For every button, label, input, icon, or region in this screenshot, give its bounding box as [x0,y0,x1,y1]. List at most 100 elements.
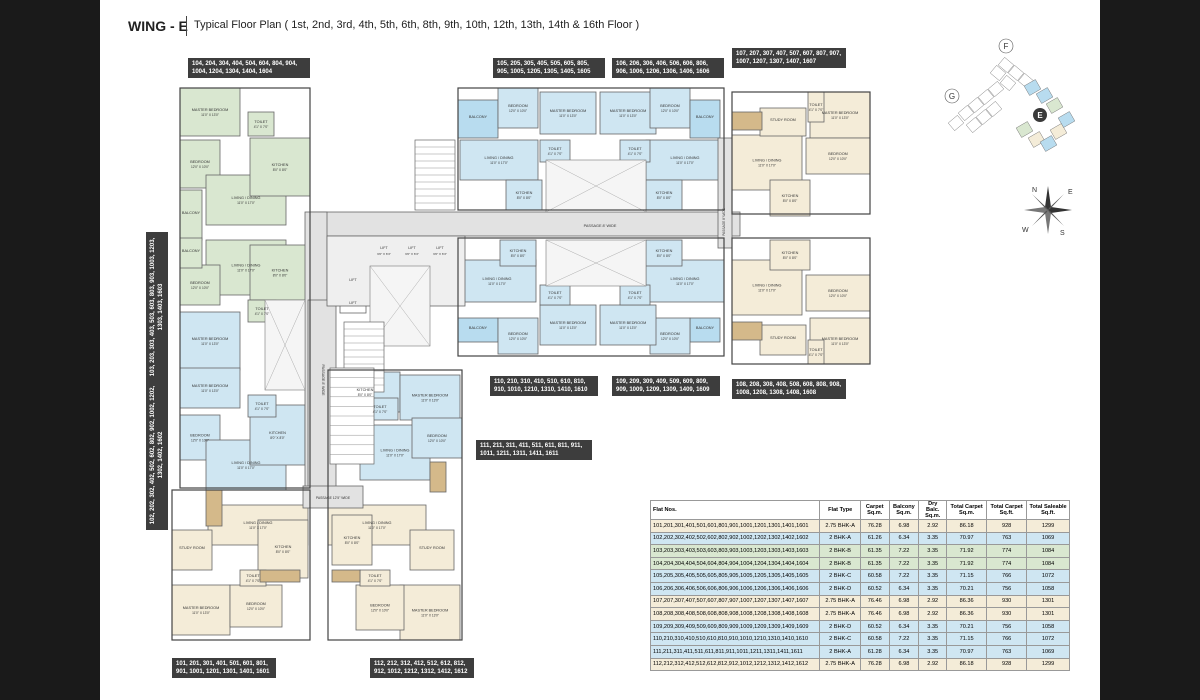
room-living-103-dims: 11'0" X 17'0" [237,269,255,273]
flat-label-109: 109, 209, 309, 409, 509, 609, 809, 909, … [612,376,720,396]
room-balcony-109-label: BALCONY [696,326,715,330]
room-master-104-dims: 11'0" X 13'0" [201,113,219,117]
room-master-110-label: MASTER BEDROOM [550,321,587,325]
room-balcony-104 [179,189,203,241]
room-living-105-dims: 11'0" X 17'0" [490,161,508,165]
room-bedroom-106 [649,87,691,129]
room-bedroom-108 [805,274,871,312]
room-bedroom-110 [497,317,539,355]
room-toilet-106 [619,139,651,163]
room-living-102-label: LIVING / DINING [232,461,261,465]
room-kitchen-108 [769,239,811,271]
table-cell-balcony: 6.34 [888,531,920,546]
table-row: 105,205,305,405,505,605,805,905,1005,120… [649,569,1070,583]
room-master-101 [171,584,231,636]
wing-outline-5 [171,489,311,641]
keyplan-wing-g-block [985,101,1003,117]
room-master-112-label: MASTER BEDROOM [412,609,449,613]
table-row: 112,212,312,412,512,612,812,912,1012,121… [649,657,1070,672]
table-cell-tcf: 756 [986,619,1028,634]
room-kitchen-105-dims: 8'0" X 8'0" [517,196,531,200]
table-cell-tcm: 70.21 [946,581,988,596]
room-toilet-101-dims: 4'1" X 7'0" [246,579,260,583]
room-toilet-107-label: TOILET [809,103,823,107]
table-cell-type: 2 BHK-C [819,569,861,583]
keyplan-wing-e-block [1045,97,1064,114]
room-study-101 [171,529,213,571]
table-cell-carpet: 76.28 [859,657,890,672]
room-master-104 [179,87,241,137]
wing-outline-3 [731,91,871,215]
table-cell-carpet: 76.28 [859,519,890,533]
room-master-109-dims: 11'0" X 13'0" [619,326,637,330]
room-kitchen-110-label: KITCHEN [510,249,527,253]
room-living-112-dims: 11'0" X 17'0" [368,526,386,530]
room-bedroom-101 [229,584,283,628]
table-cell-tcm: 86.36 [946,607,988,621]
room-toilet-102-label: TOILET [255,402,269,406]
flat-label-107: 107, 207, 307, 407, 507, 607, 807, 907, … [732,48,846,68]
keyplan-wing-g-block [975,109,993,125]
room-kitchen-101-label: KITCHEN [275,545,292,549]
table-row: 106,206,306,406,506,606,806,906,1006,120… [649,581,1070,596]
table-cell-ts: 1069 [1026,531,1070,546]
table-cell-flats: 111,211,311,411,511,611,811,911,1011,121… [649,644,821,659]
room-kitchen-106-label: KITCHEN [656,191,673,195]
room-kitchen-110-dims: 8'0" X 8'0" [511,254,525,258]
table-cell-dry: 3.35 [918,544,948,558]
table-cell-dry: 3.35 [918,581,948,596]
room-balcony-111 [429,461,447,493]
area-statement-table: Flat Nos. Flat Type Carpet Sq.m. Balcony… [649,500,1070,672]
room-bedroom-104-label: BEDROOM [190,160,210,164]
room-bedroom-112-label: BEDROOM [370,604,390,608]
keyplan-wing-e-block [1027,131,1046,148]
room-balcony-110-label: BALCONY [469,326,488,330]
room-master-105 [539,91,597,135]
room-kitchen-109-label: KITCHEN [656,249,673,253]
room-living-102-dims: 11'0" X 17'0" [237,466,255,470]
room-bedroom-110-dims: 12'0" X 10'0" [509,337,527,341]
table-cell-balcony: 6.98 [888,594,920,609]
room-balcony-107 [731,111,763,131]
col-carpet: Carpet Sq.m. [859,500,890,520]
room-bedroom-109-dims: 12'0" X 10'0" [661,337,679,341]
compass-s: S [1060,230,1065,236]
room-bedroom-109-label: BEDROOM [660,332,680,336]
table-cell-dry: 3.35 [918,556,948,571]
room-bedroom-103-label: BEDROOM [190,281,210,285]
room-toilet-110-dims: 4'1" X 7'0" [548,296,562,300]
title-divider [186,16,187,36]
table-cell-flats: 104,204,304,404,504,604,804,904,1004,120… [649,556,821,571]
room-toilet-108 [807,339,825,365]
room-master-107-dims: 11'0" X 13'0" [831,116,849,120]
keyplan-wing-f-block [997,57,1015,73]
table-cell-dry: 3.35 [918,531,948,546]
lift-label: LIFT [408,246,416,250]
flat-label-108: 108, 208, 308, 408, 508, 608, 808, 908, … [732,379,846,399]
room-master-111 [399,374,461,421]
table-cell-tcf: 763 [986,644,1028,659]
room-kitchen-103-dims: 8'0" X 8'0" [273,274,287,278]
table-cell-tcf: 928 [986,519,1028,533]
col-flat-type: Flat Type [819,500,861,520]
table-cell-tcm: 86.18 [946,519,988,533]
table-cell-balcony: 7.22 [888,569,920,583]
keyplan-wing-e-block [1039,135,1058,152]
passage-12-5 [302,485,364,509]
table-cell-tcm: 86.36 [946,594,988,609]
room-kitchen-108-label: KITCHEN [782,251,799,255]
room-toilet-107-dims: 4'1" X 7'0" [809,108,823,112]
table-cell-tcm: 70.97 [946,531,988,546]
room-bedroom-102-label: BEDROOM [190,434,210,438]
room-toilet-110-label: TOILET [548,291,562,295]
table-cell-type: 2 BHK-A [819,644,861,659]
room-living-109-dims: 11'0" X 17'0" [676,282,694,286]
table-row: 111,211,311,411,511,611,811,911,1011,121… [649,644,1070,659]
table-cell-ts: 1072 [1026,632,1070,646]
keyplan-wing-g-block [957,105,975,121]
flat-label-111: 111, 211, 311, 411, 511, 611, 811, 911, … [476,440,592,460]
table-cell-flats: 112,212,312,412,512,612,812,912,1012,121… [649,657,821,672]
room-toilet-107 [807,91,825,123]
keyplan-wing-g-block [967,97,985,113]
